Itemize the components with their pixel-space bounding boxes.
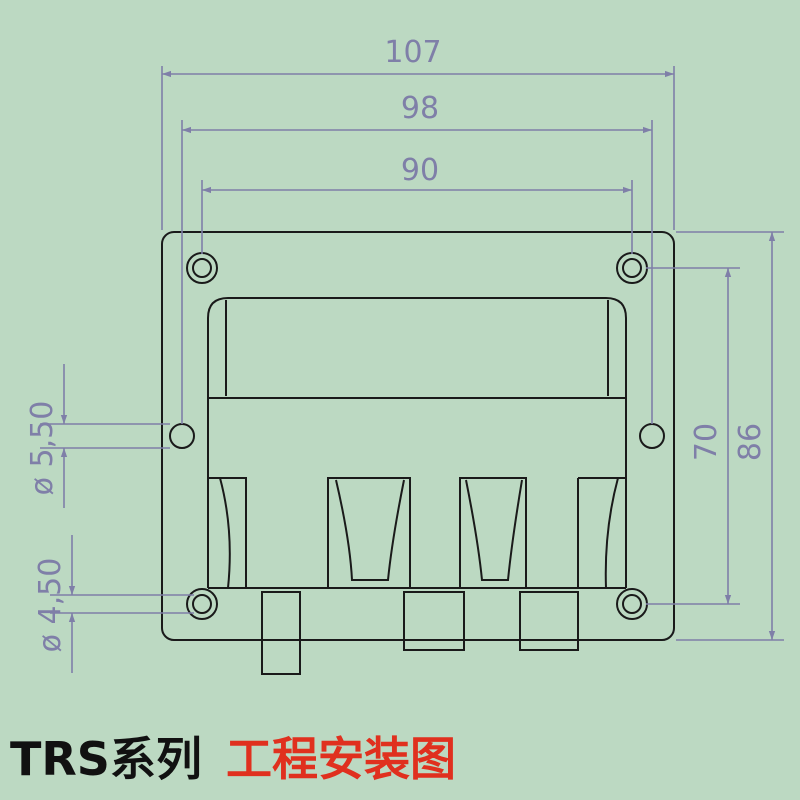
installation-drawing: 107 98 90 70 86 ø 5,50 ø 4,50: [25, 35, 784, 675]
part-outline: [161, 231, 675, 675]
dimension-4-50-label: ø 4,50: [33, 558, 68, 653]
caption: TRS系列工程安装图: [10, 724, 456, 794]
caption-series: TRS系列: [10, 732, 202, 786]
dimension-90-label: 90: [401, 153, 439, 188]
dimension-lines: [40, 66, 784, 673]
side-hole: [169, 423, 195, 449]
mounting-hole: [186, 588, 218, 620]
terminal-slot: [577, 477, 626, 589]
terminal-slot: [208, 477, 247, 589]
dimension-5-50-label: ø 5,50: [25, 401, 60, 496]
inner-housing: [207, 297, 627, 588]
mounting-hole: [186, 252, 218, 284]
terminal-slot: [459, 477, 527, 589]
bottom-tab: [519, 591, 579, 651]
mounting-hole: [616, 588, 648, 620]
dimension-98-label: 98: [401, 91, 439, 126]
dimension-70-label: 70: [689, 423, 724, 461]
bottom-tab: [261, 591, 301, 675]
side-hole: [639, 423, 665, 449]
mounting-plate: [161, 231, 675, 641]
dimension-86-label: 86: [733, 423, 768, 461]
dimension-107-label: 107: [384, 35, 441, 70]
caption-title: 工程安装图: [225, 732, 456, 786]
terminal-slot: [327, 477, 411, 589]
mounting-hole: [616, 252, 648, 284]
bottom-tab: [403, 591, 465, 651]
